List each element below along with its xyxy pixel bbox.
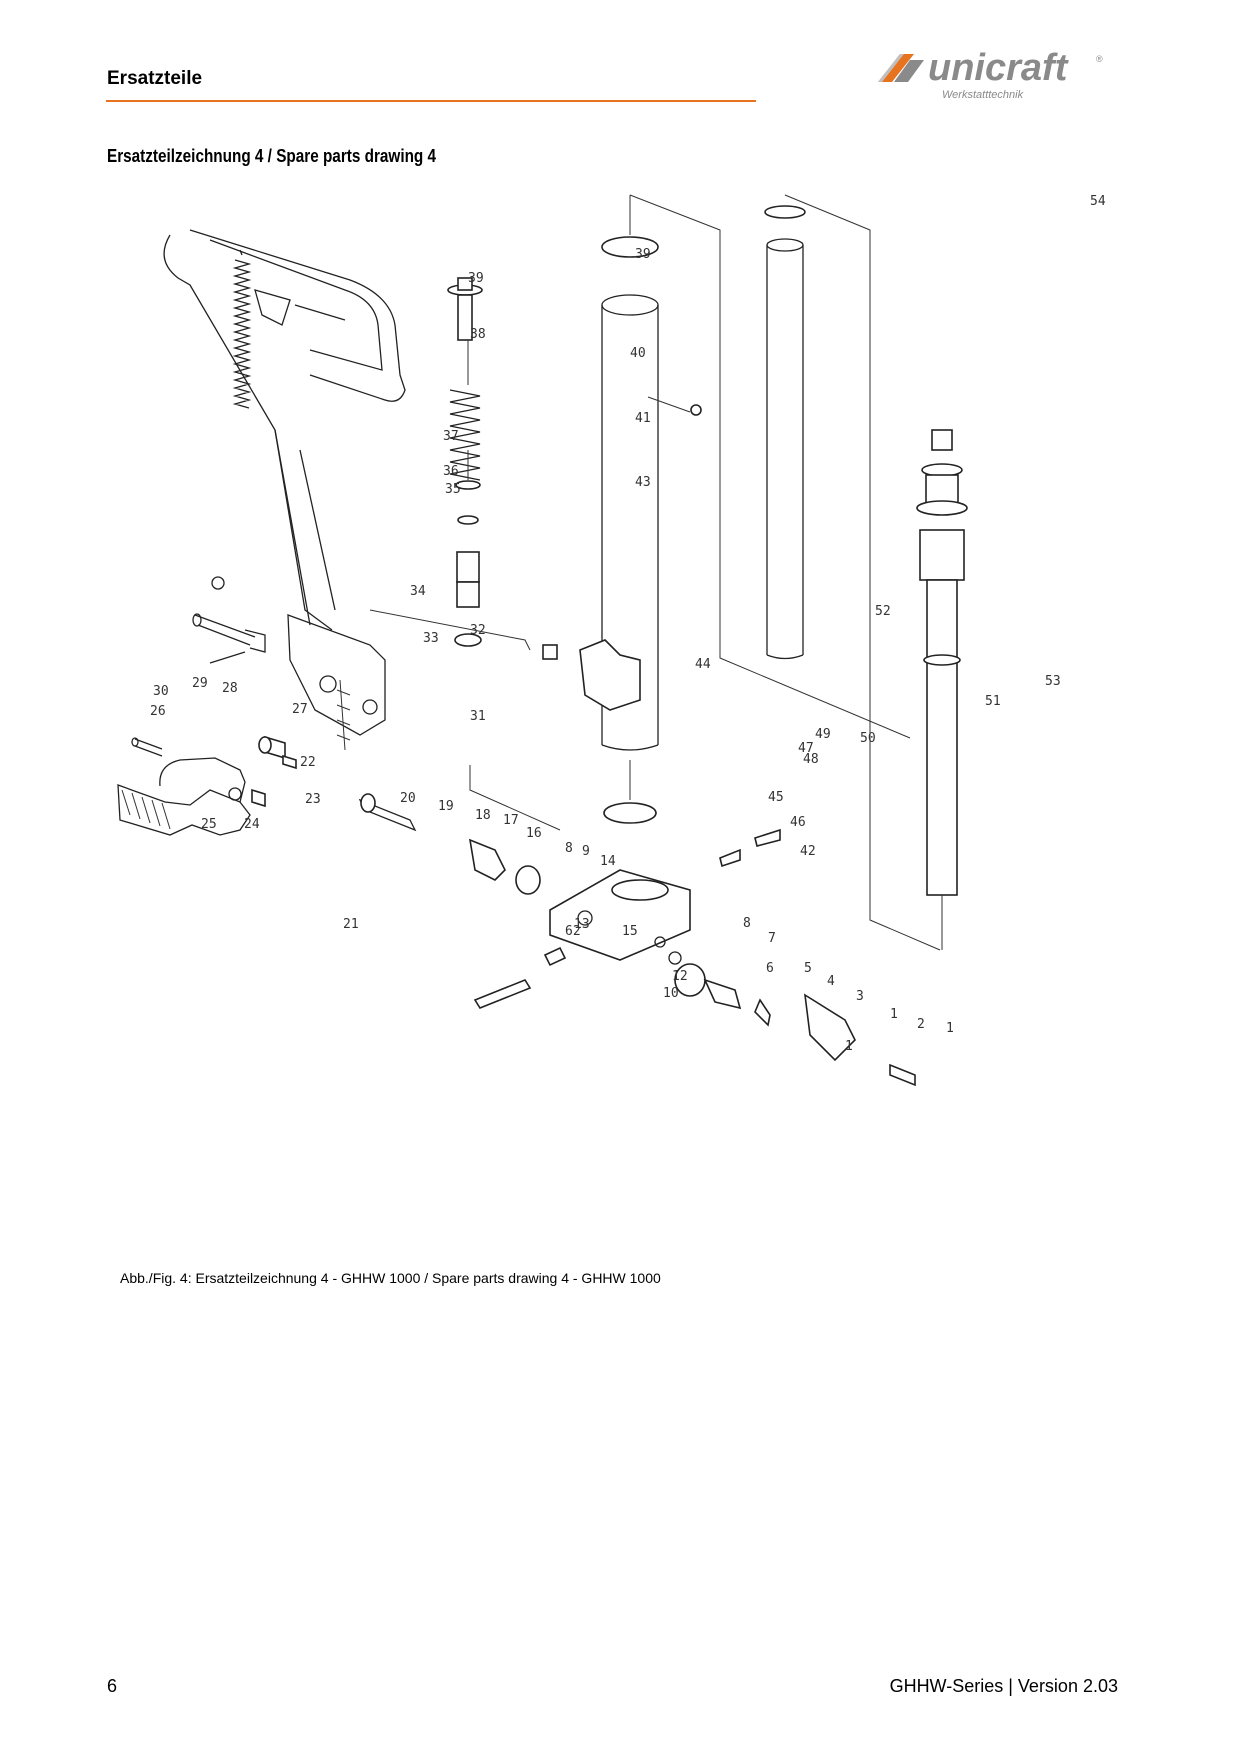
part-label: 40: [630, 346, 646, 361]
part-label: 17: [503, 813, 519, 828]
part-label: 52: [875, 604, 891, 619]
part-label: 1: [946, 1021, 954, 1036]
part-label: 54: [1090, 194, 1106, 209]
part-label: 49: [815, 727, 831, 742]
part-label: 35: [445, 482, 461, 497]
valve-block: [358, 609, 916, 1087]
part-label: 48: [803, 752, 819, 767]
part-label: 46: [790, 815, 806, 830]
part-label: 39: [468, 271, 484, 286]
page-number: 6: [107, 1676, 118, 1696]
part-label: 45: [768, 790, 784, 805]
part-label: 32: [470, 623, 486, 638]
part-label: 29: [192, 676, 208, 691]
logo-tagline: Werkstatttechnik: [942, 89, 1024, 101]
part-label: 62: [565, 924, 581, 939]
axle-27: [192, 613, 266, 664]
part-labels: 1 1 1 2 3 4 5 6 7 8 8 9 10 12 13 14 15 1…: [150, 194, 1106, 1054]
series-version: GHHW-Series | Version 2.03: [889, 1676, 1118, 1696]
part-label: 16: [526, 826, 542, 841]
part-label: 39: [635, 247, 651, 262]
pedal-assembly: [117, 737, 251, 836]
part-label: 44: [695, 657, 711, 672]
part-label: 47: [798, 741, 814, 756]
part-label: 38: [470, 327, 486, 342]
part-label: 27: [292, 702, 308, 717]
part-label: 36: [443, 464, 459, 479]
part-label: 8: [565, 841, 573, 856]
part-label: 24: [244, 817, 260, 832]
section-heading: Ersatzteilzeichnung 4 / Spare parts draw…: [107, 146, 437, 166]
part-label: 21: [343, 917, 359, 932]
part-label: 9: [582, 844, 590, 859]
part-label: 42: [800, 844, 816, 859]
part-label: 4: [827, 974, 835, 989]
part-label: 8: [743, 916, 751, 931]
part-label: 37: [443, 429, 459, 444]
part-label: 34: [410, 584, 426, 599]
part-label: 19: [438, 799, 454, 814]
part-label: 50: [860, 731, 876, 746]
part-label: 1: [845, 1039, 853, 1054]
part-label: 53: [1045, 674, 1061, 689]
page-header-title: Ersatzteile: [107, 68, 203, 89]
part-label: 5: [804, 961, 812, 976]
part-label: 26: [150, 704, 166, 719]
logo-wordmark: unicraft: [928, 47, 1069, 89]
part-label: 51: [985, 694, 1001, 709]
part-label: 7: [768, 931, 776, 946]
part-label: 28: [222, 681, 238, 696]
part-label: 30: [153, 684, 169, 699]
part-label: 22: [300, 755, 316, 770]
header-rule: [106, 100, 756, 102]
part-label: 3: [856, 989, 864, 1004]
part-label: 13: [574, 917, 590, 932]
part-label: 31: [470, 709, 486, 724]
part-label: 10: [663, 986, 679, 1001]
part-label: 6: [766, 961, 774, 976]
part-label: 2: [917, 1017, 925, 1032]
part-label: 25: [201, 817, 217, 832]
part-label: 23: [305, 792, 321, 807]
tube-50: [764, 194, 941, 951]
cylinder-38: [542, 194, 911, 824]
small-parts-20-21-25: [251, 735, 297, 808]
part-label: 14: [600, 854, 616, 869]
spring-28: [211, 249, 252, 590]
spare-parts-drawing: 1 1 1 2 3 4 5 6 7 8 8 9 10 12 13 14 15 1…: [117, 194, 1106, 1087]
figure-caption: Abb./Fig. 4: Ersatzteilzeichnung 4 - GHH…: [120, 1270, 661, 1286]
logo-mark: [878, 54, 924, 82]
part-label: 18: [475, 808, 491, 823]
part-label: 33: [423, 631, 439, 646]
part-label: 15: [622, 924, 638, 939]
piston-48: [916, 429, 968, 950]
part-label: 41: [635, 411, 651, 426]
unicraft-logo: unicraft ® Werkstatttechnik: [878, 47, 1103, 101]
handle-assembly: [163, 229, 406, 751]
part-label: 20: [400, 791, 416, 806]
part-label: 12: [672, 969, 688, 984]
part-label: 43: [635, 475, 651, 490]
logo-registered: ®: [1096, 54, 1103, 64]
pump-rod-assembly: [447, 277, 483, 647]
part-label: 1: [890, 1007, 898, 1022]
